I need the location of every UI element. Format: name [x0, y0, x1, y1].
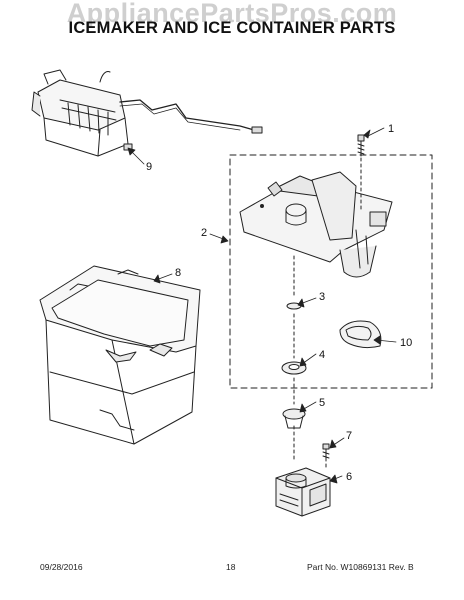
callout-10: 10	[400, 337, 412, 349]
container-cover	[239, 171, 393, 278]
callout-9: 9	[146, 161, 152, 173]
footer-page-number: 18	[226, 562, 236, 572]
callout-4: 4	[319, 349, 325, 361]
leader-lines	[127, 127, 397, 484]
ice-bin-part-8	[39, 265, 201, 445]
icemaker-assembly	[31, 69, 263, 157]
motor-part-6	[275, 467, 331, 517]
callout-5: 5	[319, 397, 325, 409]
footer-part-number: Part No. W10869131 Rev. B	[307, 562, 414, 572]
coupler-part-5	[282, 408, 306, 429]
footer-date: 09/28/2016	[40, 562, 83, 572]
screw-part-1	[357, 134, 365, 157]
page-title: ICEMAKER AND ICE CONTAINER PARTS	[68, 19, 396, 37]
callout-7: 7	[346, 430, 352, 442]
callout-8: 8	[175, 267, 181, 279]
callout-3: 3	[319, 291, 325, 303]
watermark: AppliancePartsPros.com	[66, 0, 398, 28]
callout-6: 6	[346, 471, 352, 483]
callout-1: 1	[388, 123, 394, 135]
screw-part-7	[322, 443, 330, 461]
callout-2: 2	[201, 227, 207, 239]
assembly-boundary	[229, 154, 433, 389]
ring-part-10	[339, 320, 382, 349]
